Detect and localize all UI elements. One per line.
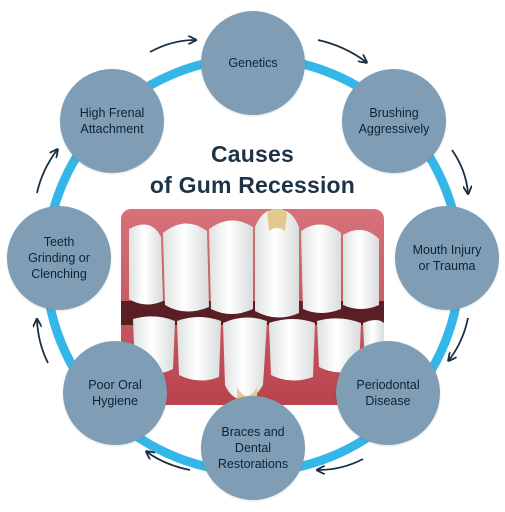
- cause-label: Poor Oral Hygiene: [88, 378, 142, 408]
- cause-node-high-frenal: High Frenal Attachment: [60, 69, 164, 173]
- cause-node-poor-hygiene: Poor Oral Hygiene: [63, 341, 167, 445]
- arrow-1: [149, 40, 195, 53]
- cause-label: High Frenal Attachment: [79, 106, 145, 136]
- cause-label: Braces and Dental Restorations: [217, 425, 289, 471]
- cause-label: Teeth Grinding or Clenching: [28, 235, 90, 281]
- diagram-title-line1: Causes: [210, 141, 295, 167]
- cause-label: Genetics: [228, 56, 278, 70]
- cause-node-braces: Braces and Dental Restorations: [201, 396, 305, 500]
- arrow-6: [147, 452, 191, 471]
- cause-node-teeth-grinding: Teeth Grinding or Clenching: [7, 206, 111, 310]
- arrow-5: [318, 458, 364, 470]
- cause-label: Mouth Injury or Trauma: [412, 243, 482, 273]
- arrow-3: [451, 149, 468, 193]
- teeth-illustration: [121, 209, 384, 405]
- cause-node-periodontal: Periodontal Disease: [336, 341, 440, 445]
- cause-label: Brushing Aggressively: [358, 106, 430, 136]
- cause-node-brushing: Brushing Aggressively: [342, 69, 446, 173]
- arrow-8: [36, 150, 57, 194]
- arrow-7: [37, 320, 49, 364]
- cause-label: Periodontal Disease: [356, 378, 420, 408]
- cause-node-mouth-injury: Mouth Injury or Trauma: [395, 206, 499, 310]
- arrow-4: [449, 317, 469, 360]
- cause-node-genetics: Genetics: [201, 11, 305, 115]
- diagram-title-line2: of Gum Recession: [149, 172, 356, 198]
- arrow-2: [317, 39, 366, 62]
